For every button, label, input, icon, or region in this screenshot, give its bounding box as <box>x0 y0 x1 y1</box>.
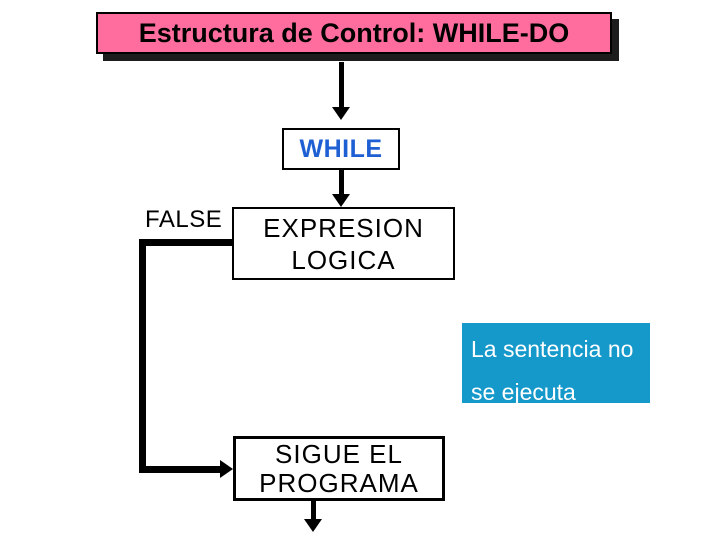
arrowhead-down-icon <box>332 107 350 120</box>
false-branch-line-top <box>139 239 232 246</box>
expression-label-line1: EXPRESION <box>263 212 424 243</box>
slide-title: Estructura de Control: WHILE-DO <box>138 17 570 48</box>
false-branch-line-bottom <box>139 466 222 473</box>
connector-title-to-while <box>339 62 344 107</box>
arrowhead-down-icon <box>304 519 322 532</box>
false-branch-label: FALSE <box>145 206 223 233</box>
connector-continue-out <box>311 501 316 519</box>
arrowhead-right-icon <box>220 460 233 478</box>
slide-title-banner: Estructura de Control: WHILE-DO <box>96 12 612 54</box>
flowchart-node-expression: EXPRESION LOGICA <box>232 207 455 280</box>
note-line1: La sentencia no <box>471 336 634 362</box>
note-line2: se ejecuta <box>471 379 576 405</box>
expression-label-line2: LOGICA <box>291 244 396 275</box>
continue-label-line1: SIGUE EL <box>275 438 403 469</box>
note-callout: La sentencia no se ejecuta <box>462 323 650 405</box>
connector-while-to-expression <box>339 170 344 194</box>
while-label: WHILE <box>299 134 383 163</box>
flowchart-node-continue: SIGUE EL PROGRAMA <box>233 436 445 501</box>
arrowhead-down-icon <box>332 194 350 207</box>
continue-label-line2: PROGRAMA <box>259 467 419 498</box>
flowchart-node-while: WHILE <box>282 128 400 170</box>
false-branch-line-vertical <box>139 239 146 473</box>
